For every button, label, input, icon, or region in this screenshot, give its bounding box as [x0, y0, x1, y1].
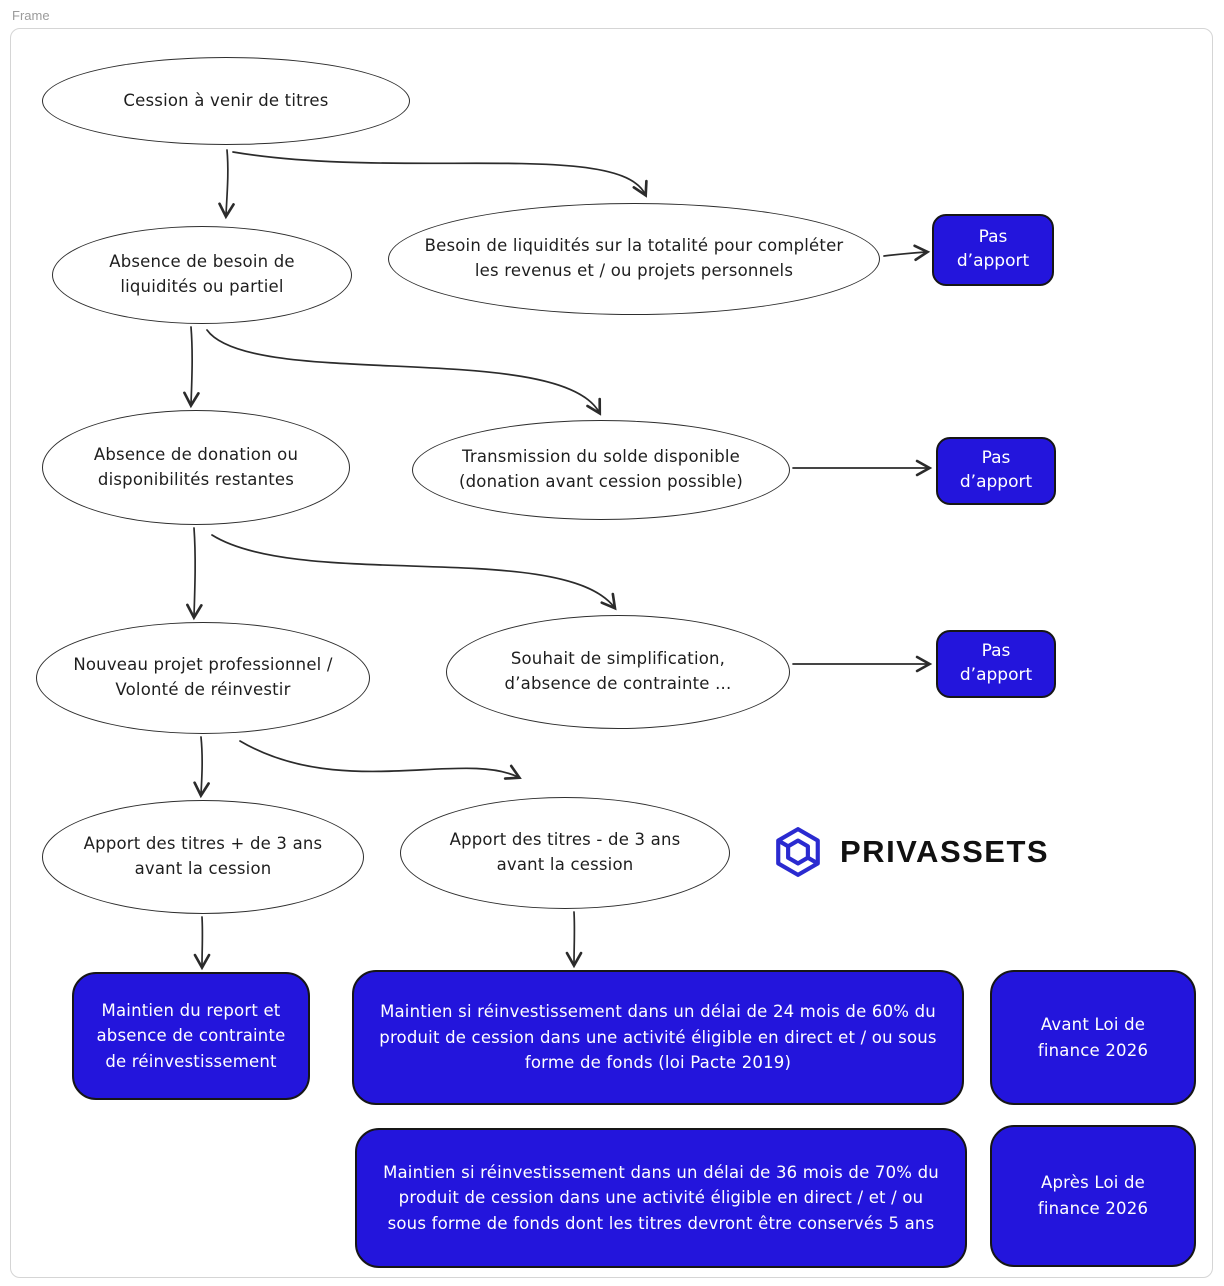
outcome-label: Pas d’apport — [959, 448, 1033, 492]
outcome-maintien-report[interactable]: Maintien du report et absence de contrai… — [72, 972, 310, 1100]
frame-label[interactable]: Frame — [12, 8, 50, 23]
outcome-label: Maintien si réinvestissement dans un dél… — [379, 1002, 937, 1073]
outcome-pas-apport-2[interactable]: Pas d’apport — [936, 437, 1056, 505]
label-apres-loi-finance-2026[interactable]: Après Loi de finance 2026 — [990, 1125, 1196, 1267]
outcome-pas-apport-1[interactable]: Pas d’apport — [932, 214, 1054, 286]
node-souhait-simplification[interactable]: Souhait de simplification, d’absence de … — [446, 615, 790, 729]
brand-name: PRIVASSETS — [840, 834, 1050, 869]
brand-logo: PRIVASSETS — [772, 826, 1049, 878]
node-label: Cession à venir de titres — [123, 90, 329, 110]
outcome-label: Pas d’apport — [959, 641, 1033, 685]
node-absence-besoin-liquidites[interactable]: Absence de besoin de liquidités ou parti… — [52, 226, 352, 324]
outcome-label: Après Loi de finance 2026 — [1037, 1173, 1149, 1218]
node-label: Nouveau projet professionnel / Volonté d… — [73, 655, 333, 699]
node-label: Souhait de simplification, d’absence de … — [504, 649, 732, 693]
node-label: Absence de besoin de liquidités ou parti… — [109, 252, 295, 296]
node-label: Absence de donation ou disponibilités re… — [93, 444, 299, 489]
node-transmission-solde[interactable]: Transmission du solde disponible (donati… — [412, 420, 790, 520]
outcome-label: Maintien du report et absence de contrai… — [96, 1000, 286, 1071]
node-label: Transmission du solde disponible (donati… — [459, 447, 743, 491]
outcome-maintien-36-mois[interactable]: Maintien si réinvestissement dans un dél… — [355, 1128, 967, 1268]
outcome-pas-apport-3[interactable]: Pas d’apport — [936, 630, 1056, 698]
node-cession-a-venir[interactable]: Cession à venir de titres — [42, 57, 410, 145]
label-avant-loi-finance-2026[interactable]: Avant Loi de finance 2026 — [990, 970, 1196, 1105]
privassets-hexagon-icon — [776, 827, 820, 877]
outcome-label: Pas d’apport — [956, 227, 1030, 271]
node-apport-moins-3ans[interactable]: Apport des titres - de 3 ans avant la ce… — [400, 797, 730, 909]
node-besoin-liquidites-totalite[interactable]: Besoin de liquidités sur la totalité pou… — [388, 203, 880, 315]
node-label: Besoin de liquidités sur la totalité pou… — [424, 236, 844, 280]
node-apport-plus-3ans[interactable]: Apport des titres + de 3 ans avant la ce… — [42, 800, 364, 914]
node-label: Apport des titres - de 3 ans avant la ce… — [449, 830, 681, 874]
node-absence-donation[interactable]: Absence de donation ou disponibilités re… — [42, 410, 350, 525]
outcome-label: Maintien si réinvestissement dans un dél… — [383, 1162, 939, 1233]
outcome-maintien-24-mois[interactable]: Maintien si réinvestissement dans un dél… — [352, 970, 964, 1105]
node-label: Apport des titres + de 3 ans avant la ce… — [83, 834, 323, 878]
outcome-label: Avant Loi de finance 2026 — [1037, 1014, 1149, 1060]
node-nouveau-projet[interactable]: Nouveau projet professionnel / Volonté d… — [36, 622, 370, 734]
